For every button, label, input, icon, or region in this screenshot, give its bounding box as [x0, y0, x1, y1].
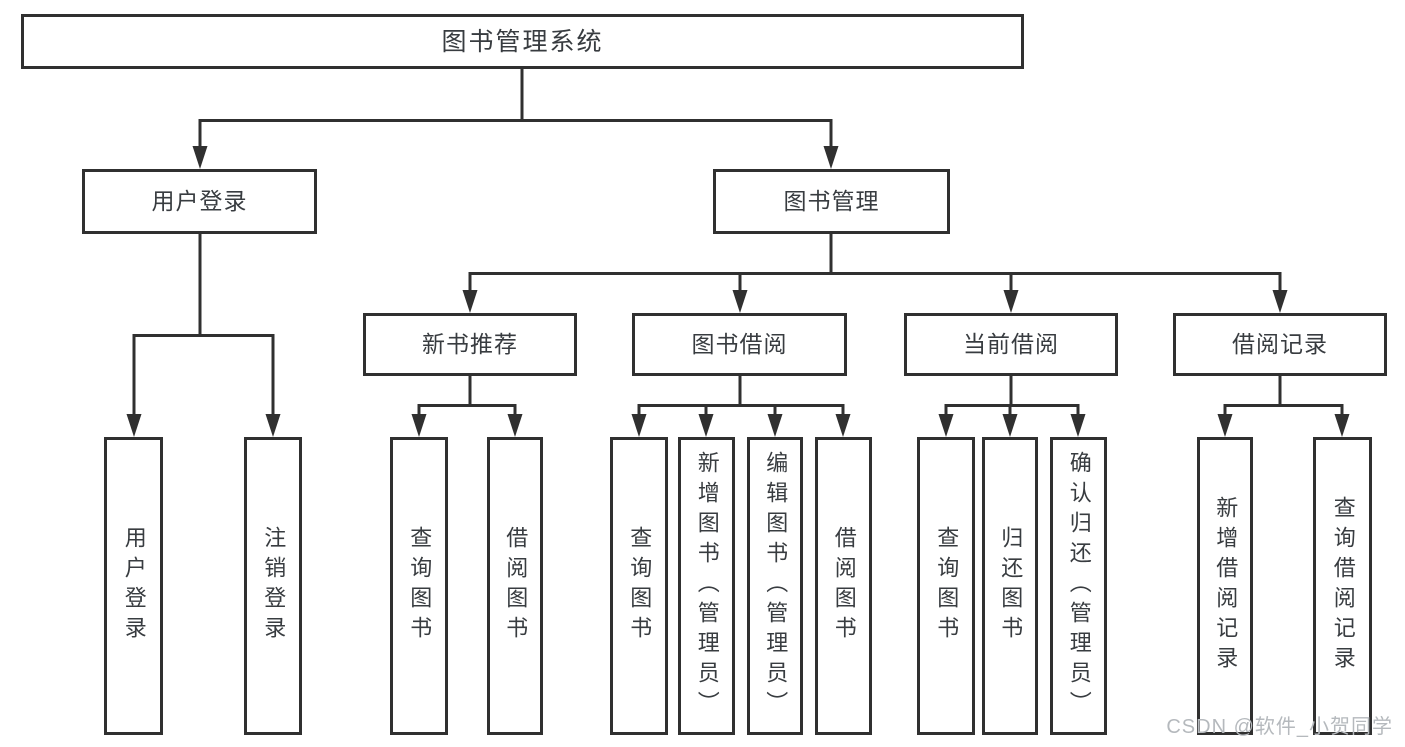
arrow-down-icon	[1334, 414, 1350, 437]
connector-book-borrow-children	[631, 376, 851, 437]
arrow-down-icon	[1217, 414, 1233, 437]
node-root-library-system: 图书管理系统	[21, 14, 1024, 69]
node-leaf-return-book: 归还图书	[982, 437, 1038, 735]
arrow-down-icon	[1070, 414, 1086, 437]
node-borrow-records: 借阅记录	[1173, 313, 1387, 376]
node-current-borrow: 当前借阅	[904, 313, 1118, 376]
node-leaf-add-book-admin: 新增图书（管理员）	[678, 437, 735, 735]
arrow-down-icon	[698, 414, 714, 437]
connector-user-login-children	[126, 234, 281, 437]
arrow-down-icon	[507, 414, 523, 437]
node-user-login: 用户登录	[82, 169, 317, 234]
connector-book-mgmt-to-level3	[462, 234, 1288, 313]
arrow-down-icon	[631, 414, 647, 437]
arrow-down-icon	[767, 414, 783, 437]
node-leaf-edit-book-admin: 编辑图书（管理员）	[747, 437, 803, 735]
connector-root-to-level2	[192, 69, 839, 169]
node-book-borrow: 图书借阅	[632, 313, 847, 376]
node-leaf-query-borrow-record: 查询借阅记录	[1313, 437, 1372, 735]
arrow-down-icon	[265, 414, 281, 437]
arrow-down-icon	[1002, 414, 1018, 437]
node-leaf-borrow-book-1: 借阅图书	[487, 437, 543, 735]
arrow-down-icon	[462, 290, 478, 313]
arrow-down-icon	[192, 146, 208, 169]
node-leaf-confirm-return-admin: 确认归还（管理员）	[1050, 437, 1107, 735]
arrow-down-icon	[732, 290, 748, 313]
node-leaf-add-borrow-record: 新增借阅记录	[1197, 437, 1253, 735]
csdn-watermark: CSDN @软件_小贺同学	[1166, 716, 1393, 738]
node-new-book-recommend: 新书推荐	[363, 313, 577, 376]
arrow-down-icon	[835, 414, 851, 437]
node-leaf-query-book-1: 查询图书	[390, 437, 448, 735]
arrow-down-icon	[823, 146, 839, 169]
arrow-down-icon	[1272, 290, 1288, 313]
node-leaf-logout: 注销登录	[244, 437, 302, 735]
connector-current-borrow-children	[938, 376, 1086, 437]
node-leaf-query-book-3: 查询图书	[917, 437, 975, 735]
node-leaf-user-login: 用户登录	[104, 437, 163, 735]
arrow-down-icon	[126, 414, 142, 437]
arrow-down-icon	[411, 414, 427, 437]
connector-borrow-records-children	[1217, 376, 1350, 437]
arrow-down-icon	[938, 414, 954, 437]
node-book-management: 图书管理	[713, 169, 950, 234]
arrow-down-icon	[1003, 290, 1019, 313]
node-leaf-borrow-book-2: 借阅图书	[815, 437, 872, 735]
node-leaf-query-book-2: 查询图书	[610, 437, 668, 735]
connector-new-book-children	[411, 376, 523, 437]
